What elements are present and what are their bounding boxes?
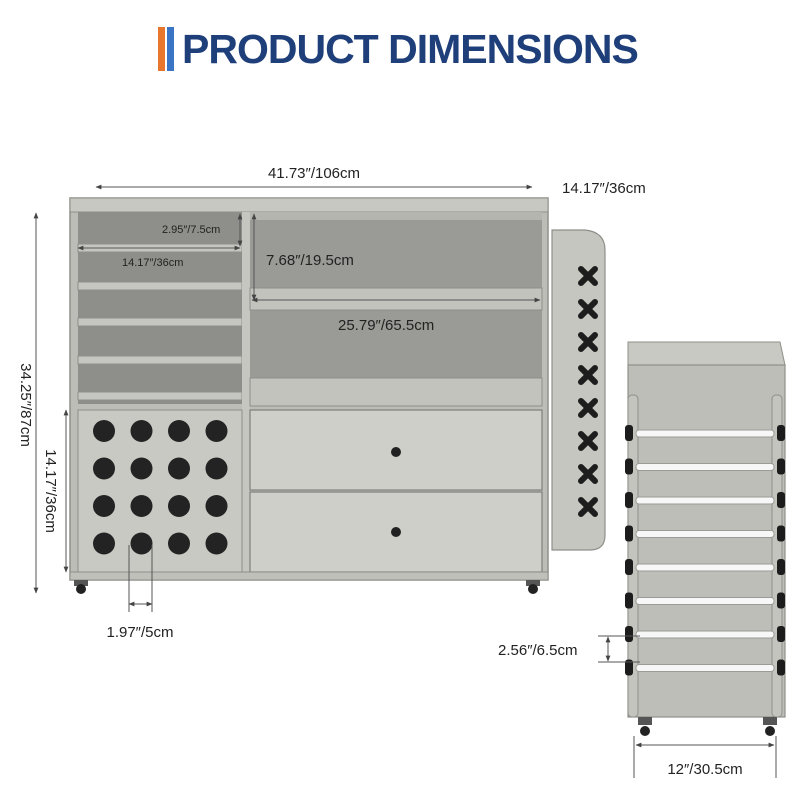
rod-holder (625, 559, 785, 575)
rod-holder (625, 458, 785, 475)
width-label: 41.73″/106cm (268, 165, 360, 182)
header: PRODUCT DIMENSIONS (158, 26, 639, 72)
side-caster-left (638, 717, 652, 736)
hole-diameter-label: 1.97″/5cm (106, 624, 173, 641)
x-peg-icon (578, 332, 598, 352)
storage-hole (130, 532, 153, 555)
storage-hole (130, 420, 153, 442)
x-peg-icon (578, 431, 598, 451)
accent-bar-orange (158, 27, 165, 71)
storage-hole (205, 420, 228, 442)
height-label: 34.25″/87cm (17, 363, 34, 447)
side-view-cabinet (625, 341, 786, 736)
storage-hole (205, 495, 228, 517)
left-shelf-board (77, 317, 243, 327)
cabinet-top (69, 197, 549, 213)
drawer-1-knob (391, 447, 401, 457)
rod-gap-label: 2.56″/6.5cm (498, 642, 578, 659)
storage-hole (93, 420, 115, 442)
accent-bar-blue (167, 27, 174, 71)
rod-holder (625, 659, 785, 676)
upper-opening-label: 7.68″/19.5cm (266, 252, 354, 269)
storage-hole (93, 532, 115, 555)
side-body (627, 364, 786, 718)
left-shelf-board (77, 281, 243, 291)
middle-width-label: 25.79″/65.5cm (338, 317, 434, 334)
x-peg-icon (578, 398, 598, 418)
x-peg-icon (578, 365, 598, 385)
rod-rack (625, 425, 785, 676)
side-depth-label: 12″/30.5cm (667, 761, 742, 778)
left-shelf-board (77, 355, 243, 365)
x-peg-icon (578, 266, 598, 286)
rod-holder (625, 425, 785, 441)
caster-right (526, 580, 540, 594)
x-peg-icon (578, 299, 598, 319)
left-shelf-board (77, 391, 243, 401)
page-title: PRODUCT DIMENSIONS (182, 26, 639, 72)
x-peg-column (578, 266, 598, 517)
left-shelves-back (78, 212, 242, 404)
depth-label: 14.17″/36cm (562, 180, 646, 197)
lower-height-label: 14.17″/36cm (42, 449, 59, 533)
x-peg-icon (578, 464, 598, 484)
rod-holder (625, 492, 785, 508)
x-peg-icon (578, 497, 598, 517)
storage-hole (168, 532, 190, 555)
rod-holder (625, 525, 785, 542)
dimension-lines (33, 184, 777, 778)
storage-hole (168, 495, 190, 517)
storage-hole (205, 457, 228, 480)
shelf-gap-label: 2.95″/7.5cm (162, 224, 220, 236)
front-cabinet (69, 197, 549, 594)
middle-shelf (249, 287, 543, 311)
storage-hole (168, 457, 190, 480)
cabinet-base (69, 571, 549, 581)
right-open-top (250, 212, 542, 220)
center-divider (242, 212, 250, 572)
storage-hole (205, 532, 228, 555)
storage-hole (130, 495, 153, 517)
drawer-2-knob (391, 527, 401, 537)
storage-hole (130, 457, 153, 480)
side-caster-right (763, 717, 777, 736)
storage-hole (93, 457, 115, 480)
caster-left (74, 580, 88, 594)
storage-hole (168, 420, 190, 442)
storage-hole (93, 495, 115, 517)
side-top (627, 341, 786, 366)
rod-holder (625, 626, 785, 642)
rod-holder (625, 592, 785, 609)
shelf-width-label: 14.17″/36cm (122, 257, 183, 269)
hole-grid (93, 420, 228, 555)
peg-side-panel (551, 229, 606, 551)
lower-shelf (249, 377, 543, 407)
